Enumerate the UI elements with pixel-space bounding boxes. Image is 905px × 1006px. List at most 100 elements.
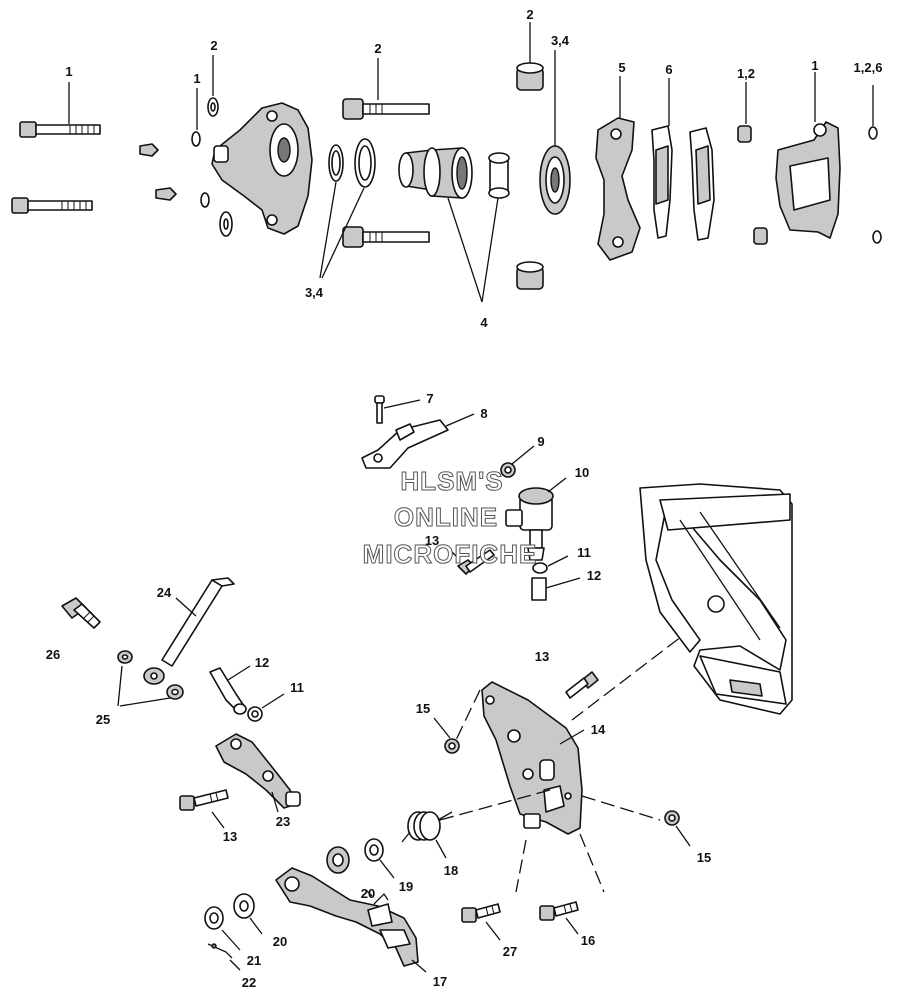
callout-14: 14 <box>591 722 606 737</box>
callout-4: 4 <box>480 315 488 330</box>
caliper-housing-inner <box>775 121 841 239</box>
callout-20b: 20 <box>273 934 287 949</box>
leader-14 <box>559 729 585 745</box>
washer-25b <box>166 684 184 700</box>
leader-20b <box>249 917 263 935</box>
bushing-upper <box>516 62 544 91</box>
callout-15b: 15 <box>697 850 711 865</box>
assembly-line-3 <box>581 795 661 821</box>
callout-12c: 12 <box>255 655 269 670</box>
assembly-line-1 <box>571 629 691 721</box>
pin-bushing-upper <box>737 125 752 143</box>
assembly-line-4 <box>515 839 527 893</box>
callout-1b: 1 <box>193 71 200 86</box>
callout-10: 10 <box>575 465 589 480</box>
small-washer-3 <box>200 192 210 208</box>
assembly-line-5 <box>579 833 605 893</box>
leader-9 <box>511 445 535 465</box>
watermark-line-1: HLSM'S <box>400 466 503 496</box>
hose-clamp-11-upper <box>532 562 548 574</box>
callout-labels: 1 2 1 2 2 3,4 5 6 1,2 1 1,2,6 3,4 4 7 8 … <box>46 7 883 990</box>
leader-23 <box>271 791 279 813</box>
mounting-plate-14 <box>481 681 583 835</box>
leader-7 <box>383 399 421 409</box>
washer-19 <box>364 838 384 862</box>
watermark-line-2: ONLINE <box>394 502 498 532</box>
small-washer-2 <box>191 131 201 147</box>
leader-16 <box>565 917 579 935</box>
callout-22: 22 <box>242 975 256 990</box>
callout-6: 6 <box>665 62 672 77</box>
leader-19 <box>379 859 395 879</box>
callout-12b: 12 <box>587 568 601 583</box>
slide-pin-upper <box>342 98 430 120</box>
leader-34b-2 <box>321 187 365 279</box>
bolt-26 <box>61 597 101 629</box>
callout-8: 8 <box>480 406 487 421</box>
leader-15a <box>433 717 451 739</box>
bolt-13-upper <box>457 549 495 575</box>
caliper-bracket <box>595 117 641 261</box>
callout-16: 16 <box>581 933 595 948</box>
callout-25: 25 <box>96 712 110 727</box>
master-cylinder <box>505 487 554 561</box>
hose-12-lower <box>209 667 247 715</box>
small-washer-4 <box>219 211 233 237</box>
callout-24: 24 <box>157 585 172 600</box>
bleeder-valve-upper <box>139 143 159 157</box>
piston-large <box>398 147 473 199</box>
leader-13b <box>211 811 225 829</box>
leader-4-2 <box>481 197 499 303</box>
reservoir-bracket <box>361 419 449 469</box>
brake-pad-right <box>689 127 715 241</box>
callout-19: 19 <box>399 879 413 894</box>
leader-8 <box>445 413 475 427</box>
cotter-20 <box>373 892 389 905</box>
callout-11b: 11 <box>290 680 304 695</box>
callout-9: 9 <box>537 434 544 449</box>
bolt-13-lower <box>179 789 229 811</box>
callout-1a: 1 <box>65 64 72 79</box>
nut-15-right <box>664 810 680 826</box>
hose-clamp-11-lower <box>247 706 263 722</box>
pin-bushing-lower <box>753 227 768 245</box>
callout-2a: 2 <box>210 38 217 53</box>
leader-21 <box>221 929 241 951</box>
leader-11a <box>547 555 569 567</box>
leader-27 <box>485 921 501 941</box>
washer-21 <box>204 906 224 930</box>
callout-17: 17 <box>433 974 447 989</box>
watermark: HLSM'S ONLINE MICROFICHE <box>362 466 537 570</box>
nut-15-left <box>444 738 460 754</box>
callout-26: 26 <box>46 647 60 662</box>
brake-pedal-17 <box>275 867 419 967</box>
leader-25-1 <box>117 665 123 707</box>
leader-24 <box>175 597 197 617</box>
leader-15b <box>675 825 691 847</box>
push-rod <box>143 577 235 685</box>
callout-23: 23 <box>276 814 290 829</box>
caliper-housing-outer <box>211 102 313 235</box>
callout-21: 21 <box>247 953 261 968</box>
piston-small <box>488 152 510 199</box>
leader-10 <box>547 477 567 493</box>
callout-18: 18 <box>444 863 458 878</box>
callout-12a: 1,2 <box>737 66 755 81</box>
leader-20a <box>365 889 373 897</box>
bolt-27 <box>461 903 501 923</box>
cotter-pin-22 <box>207 943 233 959</box>
callout-2c: 2 <box>526 7 533 22</box>
pad-clip-lower <box>872 230 882 244</box>
caliper-bolt-lower <box>11 197 93 214</box>
callout-11a: 11 <box>577 545 591 560</box>
leader-34b-1 <box>319 181 337 279</box>
leader-11b <box>261 693 285 709</box>
assembly-line-6 <box>455 689 481 741</box>
leader-12c <box>227 665 251 681</box>
nut-9 <box>500 462 516 478</box>
caliper-bolt-upper <box>19 121 101 138</box>
leader-12b <box>545 577 581 589</box>
washer-25a <box>117 650 133 664</box>
